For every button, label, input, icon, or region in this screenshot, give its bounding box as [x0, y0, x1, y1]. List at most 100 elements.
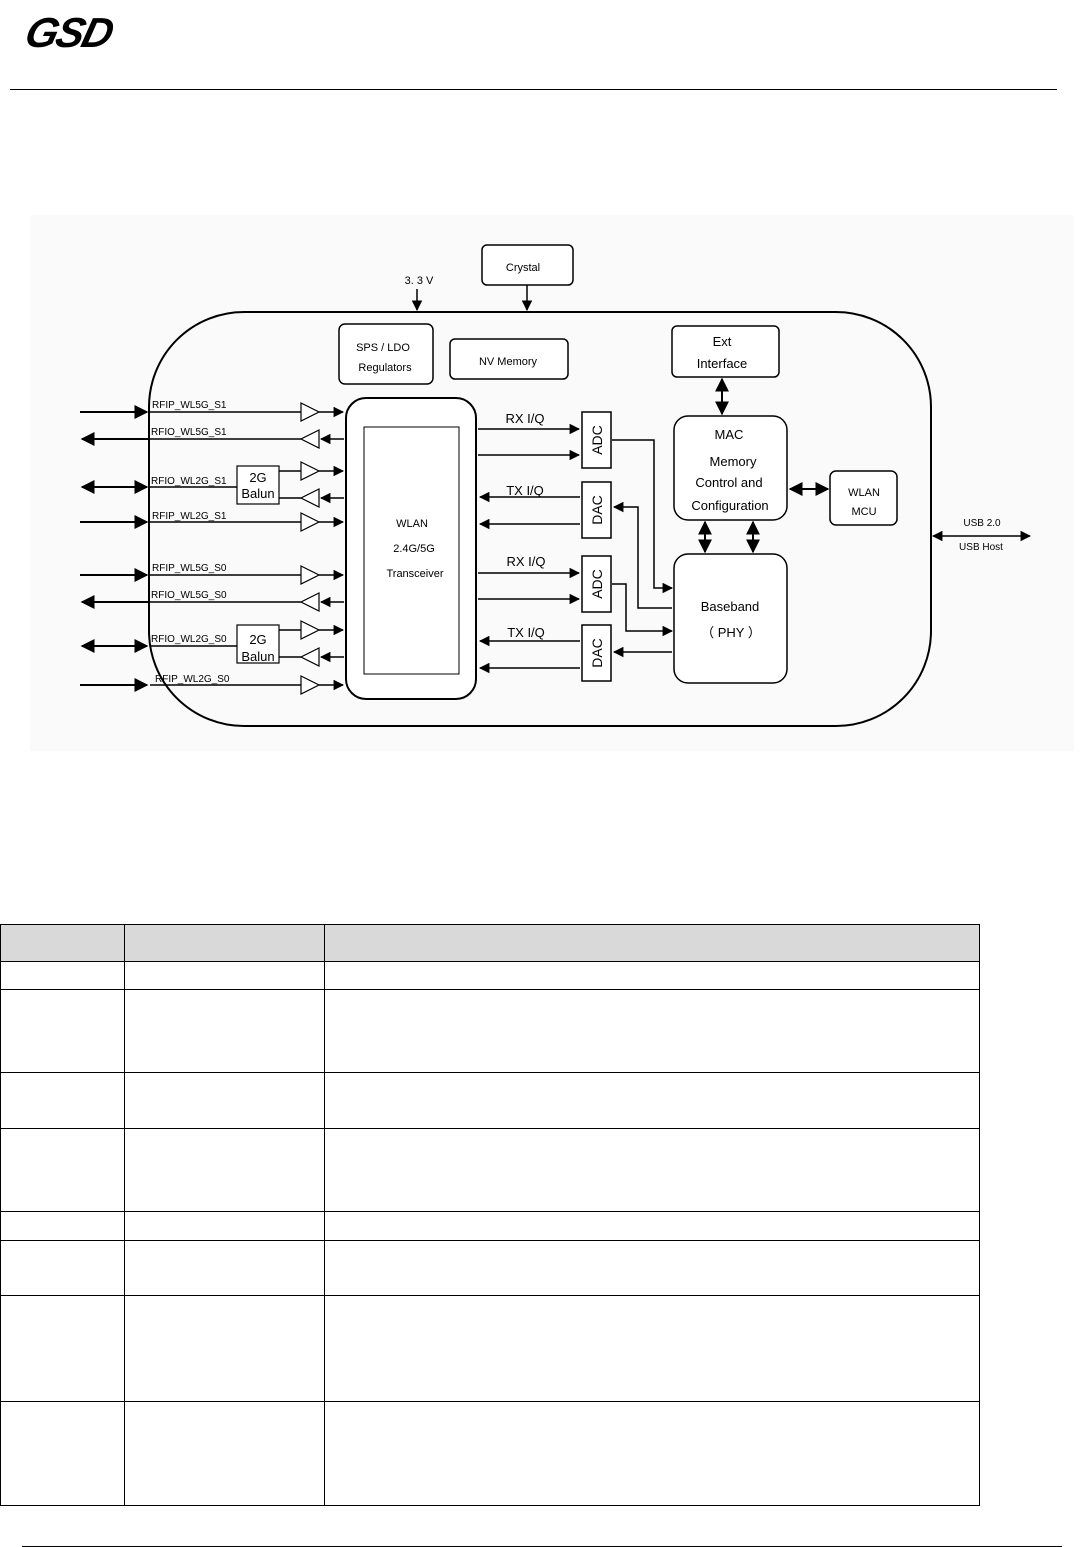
mac-control-label: Control and — [695, 475, 762, 490]
balun-label-1a: 2G — [249, 470, 266, 485]
mac-label: MAC — [715, 427, 744, 442]
table-cell — [0, 1072, 125, 1129]
balun-box-1 — [236, 465, 280, 505]
table-cell — [124, 989, 325, 1073]
block-diagram: Crystal 3. 3 V SPS / LDO Regulators NV M… — [30, 215, 1074, 751]
table-header-cell — [324, 924, 980, 962]
table-cell — [124, 961, 325, 990]
mac-memory-label: Memory — [710, 454, 757, 469]
baseband-label: Baseband — [701, 599, 760, 614]
amplifiers — [299, 402, 321, 695]
table-cell — [0, 1401, 125, 1506]
table-cell — [0, 1240, 125, 1296]
power-label: 3. 3 V — [405, 275, 434, 287]
crystal-label: Crystal — [506, 262, 540, 274]
ext-interface-box — [671, 325, 780, 378]
table-cell — [0, 1128, 125, 1212]
table-header-cell — [0, 924, 125, 962]
table-cell — [324, 1072, 980, 1129]
baseband-box — [673, 553, 788, 684]
rf-internal-lines — [150, 406, 345, 691]
adc-label-1: ADC — [589, 425, 605, 455]
pin-label: RFIP_WL2G_S1 — [152, 511, 227, 522]
pin-label: RFIO_WL2G_S1 — [151, 476, 227, 487]
pin-label: RFIP_WL5G_S0 — [152, 563, 227, 574]
table-row — [0, 1128, 980, 1212]
balun-label-2b: Balun — [241, 649, 274, 664]
table-cell — [0, 989, 125, 1073]
dac-box-1 — [581, 481, 612, 539]
table-row — [0, 1072, 980, 1129]
baseband-lines — [612, 439, 674, 658]
adc-label-2: ADC — [589, 569, 605, 599]
dac-box-2 — [581, 624, 612, 682]
adc-box-1 — [581, 411, 612, 469]
mac-config-label: Configuration — [691, 498, 768, 513]
tx-iq-label-2: TX I/Q — [507, 625, 545, 640]
table-row — [0, 1240, 980, 1296]
svg-text:GSD: GSD — [20, 10, 118, 54]
table-cell — [324, 1211, 980, 1241]
tx-iq-label-1: TX I/Q — [506, 483, 544, 498]
transceiver-label3: Transceiver — [386, 568, 443, 580]
table-row — [0, 989, 980, 1073]
transceiver-label1: WLAN — [396, 518, 428, 530]
nv-memory-label: NV Memory — [479, 356, 538, 368]
table-cell — [0, 1211, 125, 1241]
chip-outline — [148, 311, 932, 727]
phy-label: （ PHY ） — [701, 625, 761, 640]
table-header-cell — [124, 924, 325, 962]
balun-box-2 — [236, 624, 280, 664]
header-rule — [10, 89, 1057, 90]
table-row — [0, 1295, 980, 1402]
balun-label-1b: Balun — [241, 486, 274, 501]
dac-label-2: DAC — [589, 638, 605, 668]
table-cell — [124, 1211, 325, 1241]
table-cell — [124, 1072, 325, 1129]
regulators-label: Regulators — [358, 362, 412, 374]
table-cell — [324, 961, 980, 990]
spec-table — [0, 924, 980, 1506]
ext-label: Ext — [713, 334, 732, 349]
table-cell — [324, 989, 980, 1073]
table-row — [0, 1211, 980, 1241]
pin-label: RFIP_WL2G_S0 — [155, 674, 230, 685]
usb-label: USB 2.0 — [963, 518, 1001, 529]
table-cell — [124, 1295, 325, 1402]
table-header-row — [0, 924, 980, 962]
transceiver-inner — [363, 426, 460, 675]
wlan-mcu-label1: WLAN — [848, 487, 880, 499]
table-cell — [0, 961, 125, 990]
table-cell — [324, 1240, 980, 1296]
pin-label: RFIP_WL5G_S1 — [152, 400, 227, 411]
table-cell — [324, 1295, 980, 1402]
wlan-mcu-label2: MCU — [851, 506, 876, 518]
sps-ldo-box — [338, 323, 434, 385]
rx-iq-label-2: RX I/Q — [506, 554, 545, 569]
interface-label: Interface — [697, 356, 748, 371]
transceiver-label2: 2.4G/5G — [393, 543, 435, 555]
table-cell — [0, 1295, 125, 1402]
rx-iq-label-1: RX I/Q — [505, 411, 544, 426]
table-cell — [324, 1401, 980, 1506]
nv-memory-box — [449, 338, 569, 380]
table-row — [0, 961, 980, 990]
wlan-mcu-box — [829, 470, 898, 526]
usb-host-label: USB Host — [959, 542, 1003, 553]
table-cell — [124, 1240, 325, 1296]
mac-box — [673, 415, 788, 521]
iq-lines — [478, 423, 581, 674]
external-pin-arrows — [80, 405, 149, 692]
table-row — [0, 1401, 980, 1506]
dac-label-1: DAC — [589, 495, 605, 525]
table-cell — [324, 1128, 980, 1212]
sps-ldo-label: SPS / LDO — [356, 342, 410, 354]
table-cell — [124, 1401, 325, 1506]
company-logo: GSD — [18, 10, 134, 57]
pin-label: RFIO_WL5G_S0 — [151, 590, 227, 601]
table-cell — [124, 1128, 325, 1212]
adc-box-2 — [581, 555, 612, 613]
pin-label: RFIO_WL2G_S0 — [151, 634, 227, 645]
pin-label: RFIO_WL5G_S1 — [151, 427, 227, 438]
balun-label-2a: 2G — [249, 632, 266, 647]
